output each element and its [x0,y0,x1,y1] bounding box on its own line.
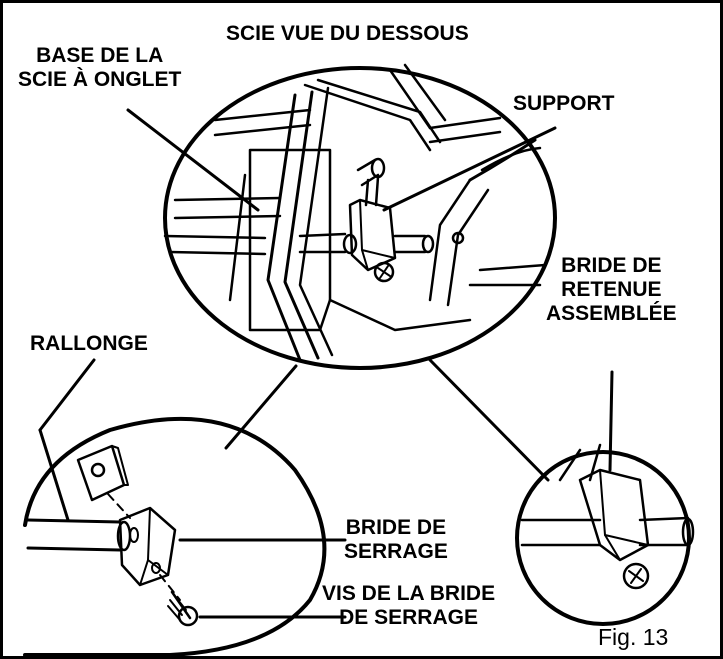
rallonge-text: RALLONGE [30,332,148,355]
bride-retenue-line-1: BRIDE DE [561,254,662,277]
support-label: SUPPORT [513,92,615,116]
figure-number: Fig. 13 [598,624,669,650]
base-label-line-1: BASE DE LA [36,44,164,67]
retenue-detail-circle [515,443,695,626]
bride-retenue-line-3: ASSEMBLÉE [546,302,677,325]
title-text: SCIE VUE DU DESSOUS [226,22,469,45]
support-text: SUPPORT [513,92,615,115]
title-label: SCIE VUE DU DESSOUS [226,22,469,46]
vis-label: VIS DE LA BRIDE DE SERRAGE [322,582,495,630]
connector-lines [224,358,550,482]
vis-line-1: VIS DE LA BRIDE [322,582,496,605]
rallonge-label: RALLONGE [30,332,148,356]
rallonge-detail-circle [23,416,327,657]
bride-serrage-label: BRIDE DE SERRAGE [344,516,448,564]
base-label: BASE DE LA SCIE À ONGLET [18,44,181,92]
bride-serrage-line-1: BRIDE DE [345,516,447,539]
leader-lines [38,108,614,619]
main-detail-circle [163,63,557,370]
vis-line-2: DE SERRAGE [339,606,478,629]
base-label-line-2: SCIE À ONGLET [18,68,182,91]
bride-serrage-line-2: SERRAGE [344,540,448,563]
bride-retenue-line-2: RETENUE [561,278,662,301]
bride-retenue-label: BRIDE DE RETENUE ASSEMBLÉE [546,254,677,326]
